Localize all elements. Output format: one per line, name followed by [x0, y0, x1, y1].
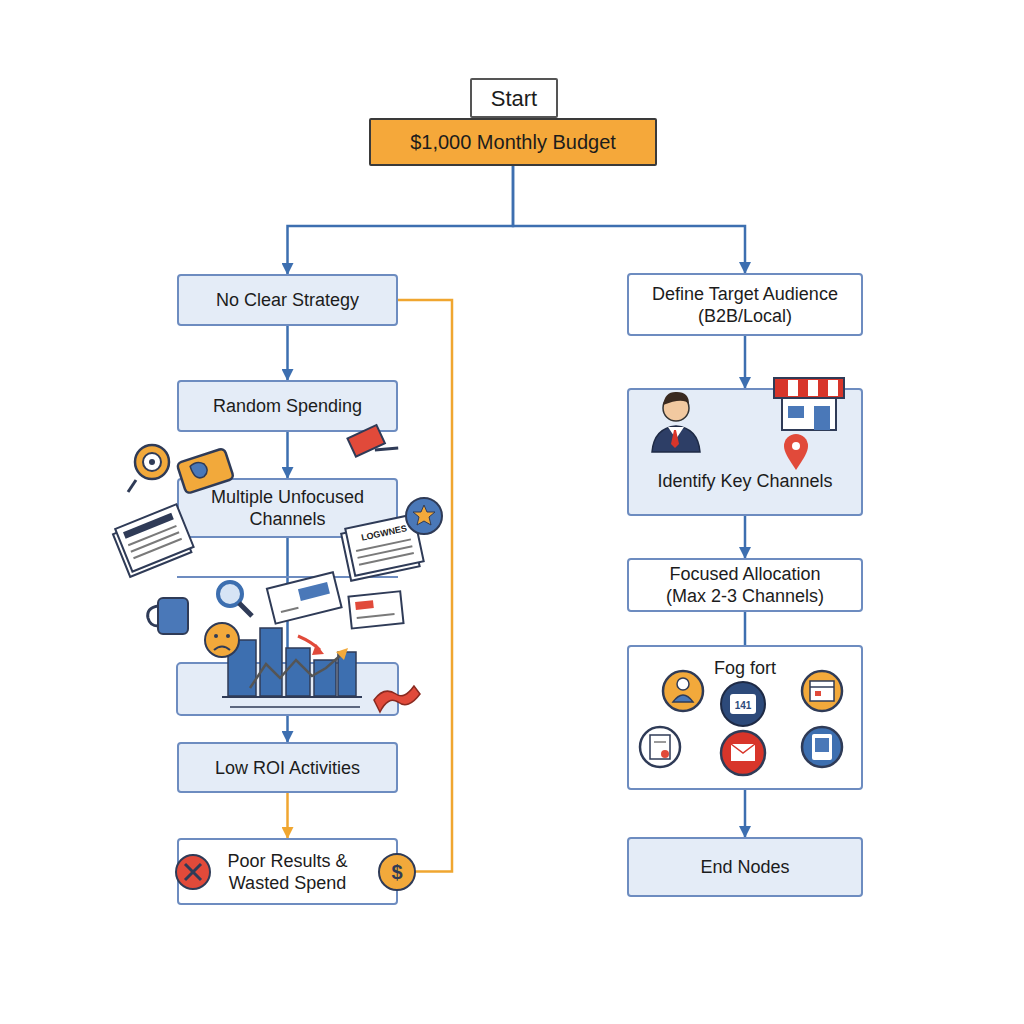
card-icon	[375, 441, 398, 458]
start-terminal: Start	[470, 78, 558, 118]
process-box: Low ROI Activities	[177, 742, 398, 793]
target-icon	[149, 459, 155, 465]
icon-text: 141	[735, 700, 752, 711]
star-badge-icon	[406, 498, 442, 534]
card-icon	[298, 582, 330, 601]
star-badge-icon	[406, 498, 442, 534]
chart-panel	[286, 648, 310, 696]
flow-arrow	[398, 300, 452, 872]
flow-arrow	[744, 612, 747, 645]
magnifier-icon	[218, 582, 252, 616]
sad-face-icon	[214, 647, 230, 651]
flow-arrow	[513, 166, 745, 273]
chart-panel	[336, 648, 348, 660]
card-icon	[357, 614, 395, 618]
chart-panel	[314, 660, 336, 696]
flow-arrow	[744, 790, 747, 837]
process-box: Focused Allocation (Max 2-3 Channels)	[627, 558, 863, 612]
process-box: No Clear Strategy	[177, 274, 398, 326]
process-box: Multiple Unfocused Channels	[177, 478, 398, 538]
newspaper-icon	[128, 526, 176, 545]
node-text: Fog fort	[714, 657, 776, 679]
target-icon	[128, 480, 136, 492]
newspaper-icon	[131, 532, 179, 551]
node-text: Start	[491, 85, 537, 112]
magnifier-icon	[239, 603, 252, 616]
flow-arrow	[286, 326, 289, 380]
chart-panel	[228, 640, 256, 696]
mug-icon	[148, 606, 158, 626]
card-icon	[267, 572, 342, 623]
card-icon	[355, 600, 374, 610]
mug-icon	[158, 598, 188, 634]
flow-arrow	[744, 336, 747, 388]
chart-panel	[222, 696, 362, 698]
star-badge-icon	[413, 505, 435, 525]
node-text: End Nodes	[700, 856, 789, 878]
node-text: Low ROI Activities	[215, 757, 360, 779]
node-text: Multiple Unfocused Channels	[189, 486, 386, 530]
chart-panel	[177, 663, 398, 715]
sad-face-icon	[226, 634, 230, 638]
chart-panel	[230, 706, 360, 708]
chart-panel	[177, 577, 398, 715]
card-icon	[348, 591, 403, 628]
sad-face-icon	[205, 623, 239, 657]
node-text: Focused Allocation (Max 2-3 Channels)	[651, 563, 839, 607]
currency-symbol: $	[391, 861, 402, 884]
node-text: Identify Key Channels	[657, 470, 832, 492]
target-icon	[135, 445, 169, 479]
map-icon	[190, 460, 209, 480]
magnifier-icon	[218, 582, 242, 606]
chart-panel	[298, 636, 320, 650]
flow-arrow	[744, 516, 747, 558]
newspaper-icon	[359, 553, 414, 565]
sad-face-icon	[214, 634, 218, 638]
ribbon-icon	[374, 686, 420, 712]
chart-panel	[177, 576, 398, 578]
node-text: No Clear Strategy	[216, 289, 359, 311]
outcome-box: Poor Results & Wasted Spend	[177, 838, 398, 905]
node-text: Define Target Audience (B2B/Local)	[635, 283, 855, 327]
card-icon	[281, 608, 298, 612]
process-box: Random Spending	[177, 380, 398, 432]
chart-panel	[260, 628, 282, 696]
flow-arrow	[288, 166, 514, 274]
flow-arrow	[286, 538, 289, 742]
flow-arrow	[286, 432, 289, 478]
node-text: $1,000 Monthly Budget	[410, 130, 616, 154]
target-icon	[128, 445, 169, 492]
newspaper-icon	[358, 546, 413, 558]
node-text: Poor Results & Wasted Spend	[213, 850, 362, 894]
ribbon-icon	[374, 686, 420, 712]
node-text: Random Spending	[213, 395, 362, 417]
end-box: End Nodes	[627, 837, 863, 897]
card-icon	[348, 591, 403, 628]
newspaper-icon	[133, 539, 181, 558]
card-icon	[267, 572, 342, 623]
chart-panel	[338, 652, 356, 696]
target-icon	[143, 453, 161, 471]
flow-arrow	[286, 793, 289, 838]
chart-panel	[312, 644, 324, 655]
sad-face-icon	[205, 623, 239, 657]
process-box: Identify Key Channels	[627, 388, 863, 516]
chart-panel	[250, 654, 342, 688]
process-box: Fog fort	[627, 645, 863, 790]
newspaper-icon	[123, 513, 174, 539]
budget-box: $1,000 Monthly Budget	[369, 118, 657, 166]
mug-icon	[148, 598, 188, 634]
process-box: Define Target Audience (B2B/Local)	[627, 273, 863, 336]
